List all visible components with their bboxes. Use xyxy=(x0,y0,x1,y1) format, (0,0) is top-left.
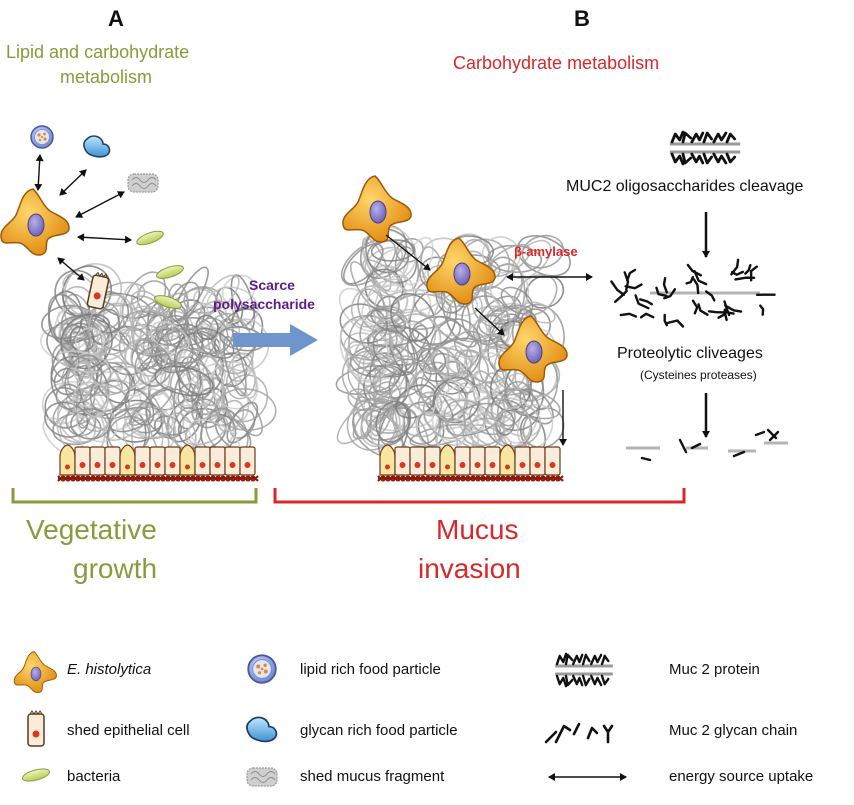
panel-b-letter: B xyxy=(574,6,590,31)
panel-b-title: Carbohydrate metabolism xyxy=(453,53,660,73)
transition-label-line1: Scarce xyxy=(249,277,295,293)
vegetative-bracket xyxy=(11,488,258,504)
lipid-particle-icon xyxy=(30,125,54,149)
mucus-fragment-icon xyxy=(127,173,159,193)
energy-uptake-arrows-a xyxy=(34,154,132,281)
shed-epithelial-cell-icon xyxy=(86,271,111,311)
mucus-layer-a xyxy=(40,263,277,466)
legend-bacteria-icon xyxy=(20,766,52,784)
enzyme-label: β-amylase xyxy=(514,244,578,259)
legend-mucus-fragment-icon xyxy=(246,767,278,787)
legend-glycan-chain-icon xyxy=(544,722,614,744)
peptide-fragments xyxy=(626,428,788,462)
transition-arrow-icon xyxy=(233,324,318,356)
migration-arrows xyxy=(385,234,567,446)
ehistolytica-b1-icon xyxy=(342,175,412,243)
bacterium-icon xyxy=(134,228,166,248)
outcome-b-line1: Mucus xyxy=(436,514,519,545)
legend-glycan-icon xyxy=(246,716,278,743)
ehistolytica-a-icon xyxy=(0,188,70,256)
proteolysis-step-label: Proteolytic cliveages xyxy=(617,345,763,362)
muc2-protein-large-icon xyxy=(668,130,742,166)
cleavage-step-label: MUC2 oligosaccharides cleavage xyxy=(566,178,804,195)
panel-a-title-line1: Lipid and carbohydrate xyxy=(6,42,190,62)
transition-label-line2: polysaccharide xyxy=(213,296,315,312)
legend-glycan-label: glycan rich food particle xyxy=(300,722,458,739)
outcome-a-line2: growth xyxy=(73,553,158,584)
glycan-particle-icon xyxy=(83,135,111,158)
legend-lipid-label: lipid rich food particle xyxy=(300,661,441,678)
legend-bacteria-label: bacteria xyxy=(67,768,121,785)
legend-energy-uptake-label: energy source uptake xyxy=(669,768,814,785)
legend-mucus-fragment-label: shed mucus fragment xyxy=(300,768,445,785)
panel-a-letter: A xyxy=(108,6,124,31)
legend-muc2-glycan-label: Muc 2 glycan chain xyxy=(669,722,798,739)
outcome-a-line1: Vegetative xyxy=(26,514,157,545)
mucus-layer-b xyxy=(335,225,571,463)
outcome-b-line2: invasion xyxy=(418,553,521,584)
proteases-label: (Cysteines proteases) xyxy=(640,368,757,382)
bacterium-icon xyxy=(154,262,186,282)
legend-ehistolytica-label: E. histolytica xyxy=(67,661,152,678)
cleaved-glycan-chains xyxy=(610,258,776,328)
legend-muc2-protein-icon xyxy=(553,652,615,688)
invasion-bracket xyxy=(273,488,686,504)
legend-ehistolytica-icon xyxy=(13,651,57,694)
legend-lipid-icon xyxy=(247,654,277,684)
legend-shed-cell-icon xyxy=(27,710,45,747)
epithelium-b xyxy=(377,444,564,482)
legend-shed-epithelial-label: shed epithelial cell xyxy=(67,722,190,739)
epithelium-a xyxy=(57,444,259,482)
panel-a-title-line2: metabolism xyxy=(60,67,153,87)
legend-muc2-protein-label: Muc 2 protein xyxy=(669,661,760,678)
